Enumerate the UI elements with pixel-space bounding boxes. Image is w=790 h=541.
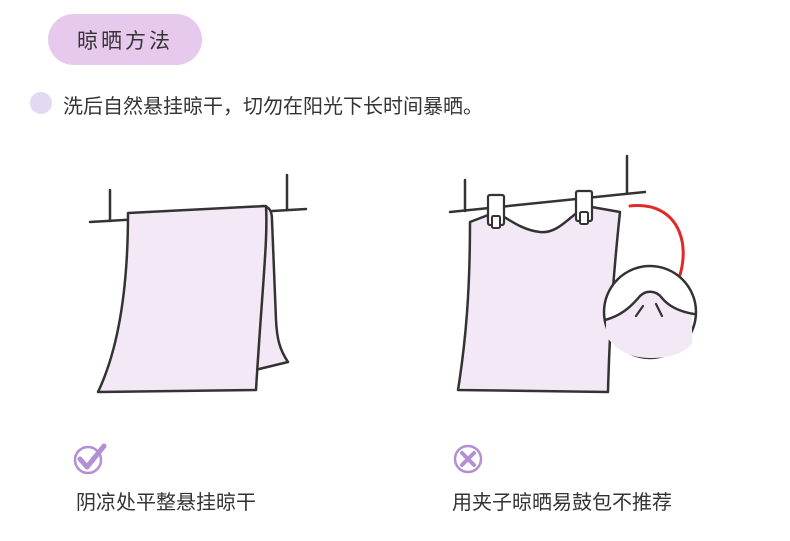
towel-draped-illustration — [88, 173, 308, 394]
check-icon — [73, 443, 107, 475]
bullet-dot — [30, 92, 52, 114]
towel-front — [456, 204, 622, 394]
bulge-detail-magnifier — [602, 264, 698, 360]
clothes-peg-right — [574, 189, 594, 225]
care-note: 洗后自然悬挂晾干，切勿在阳光下长时间暴晒。 — [63, 94, 483, 118]
bulge-outline — [603, 290, 696, 322]
section-title: 晾晒方法 — [77, 28, 173, 53]
towel-front — [96, 204, 268, 394]
cross-icon — [453, 444, 483, 474]
recommended-caption: 阴凉处平整悬挂晾干 — [76, 490, 256, 514]
clothes-peg-left — [486, 193, 506, 229]
towel-clipped-illustration — [448, 154, 698, 394]
clothesline — [448, 190, 647, 214]
not-recommended-caption: 用夹子晾晒易鼓包不推荐 — [452, 490, 672, 514]
section-title-pill: 晾晒方法 — [48, 14, 202, 65]
